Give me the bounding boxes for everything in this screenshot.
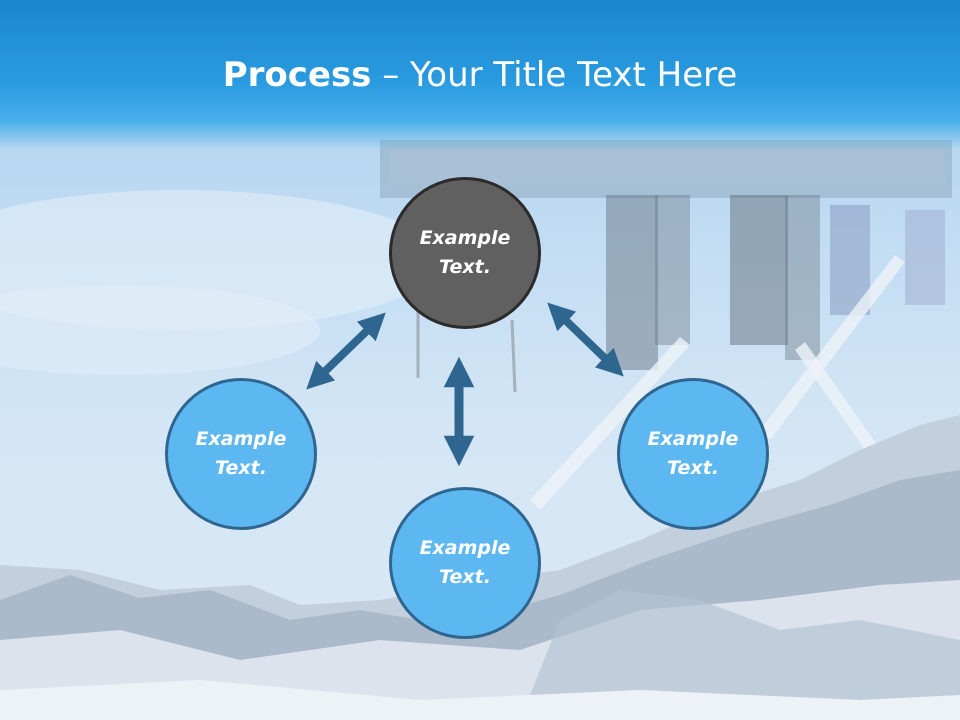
double-arrow-icon <box>547 302 624 377</box>
right-node-label: Example Text. <box>647 428 739 479</box>
right-node[interactable]: Example Text. <box>617 378 769 530</box>
title-rest: – Your Title Text Here <box>371 55 738 95</box>
slide-title: Process – Your Title Text Here <box>0 52 960 98</box>
center-node[interactable]: Example Text. <box>389 177 541 329</box>
bottom-node-label: Example Text. <box>419 537 511 588</box>
left-node[interactable]: Example Text. <box>165 378 317 530</box>
center-node-label: Example Text. <box>419 227 511 278</box>
title-bar <box>0 0 960 150</box>
bottom-node[interactable]: Example Text. <box>389 487 541 639</box>
double-arrow-icon <box>306 312 386 390</box>
title-bold: Process <box>222 55 372 95</box>
left-node-label: Example Text. <box>195 428 287 479</box>
